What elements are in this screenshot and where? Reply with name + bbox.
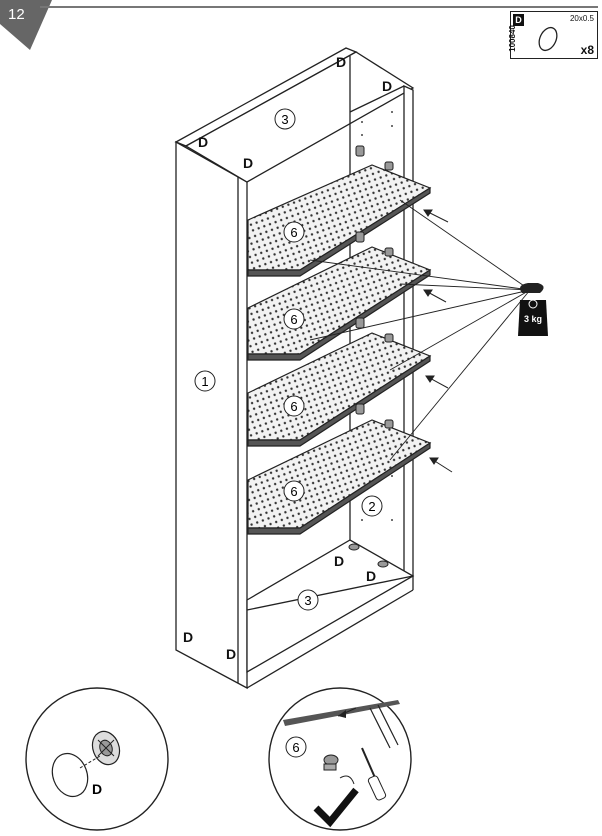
- d-label-5: D: [334, 553, 344, 569]
- fastener-labels: D D D D D D D D: [183, 54, 392, 662]
- shelf-pins: [348, 145, 394, 568]
- detail-right-callout: [285, 736, 307, 758]
- d-label-2: D: [382, 78, 392, 94]
- detail-circle-left: [25, 687, 169, 831]
- step-badge: 12: [0, 0, 60, 54]
- d-label-1: D: [336, 54, 346, 70]
- hardware-size: 20x0.5: [569, 14, 594, 23]
- part-label-shelf-3: 6: [290, 399, 297, 414]
- header-rule: [40, 6, 598, 8]
- d-label-3: D: [198, 134, 208, 150]
- step-number: 12: [8, 6, 25, 23]
- shelf-1: [247, 164, 432, 277]
- d-label-6: D: [366, 568, 376, 584]
- detail-left-label: D: [92, 781, 102, 797]
- part-label-bottom: 3: [304, 593, 311, 608]
- part-label-back: 2: [368, 499, 375, 514]
- detail-circle-right: [268, 687, 412, 831]
- hardware-box: D 100840 20x0.5 x8: [508, 11, 598, 59]
- d-label-7: D: [183, 629, 193, 645]
- part-label-shelf-2: 6: [290, 312, 297, 327]
- shelves: [247, 164, 432, 535]
- hardware-letter: D: [513, 14, 524, 26]
- part-label-shelf-1: 6: [290, 225, 297, 240]
- part-label-side: 1: [201, 374, 208, 389]
- shelf-pin-icon: [538, 26, 558, 52]
- weight-label: 3 kg: [524, 314, 542, 324]
- d-label-8: D: [226, 646, 236, 662]
- part-label-shelf-4: 6: [290, 484, 297, 499]
- d-label-4: D: [243, 155, 253, 171]
- hardware-quantity: x8: [580, 43, 594, 57]
- detail-right-label: 6: [292, 740, 299, 755]
- part-label-top: 3: [281, 112, 288, 127]
- weight-icon: [518, 283, 548, 336]
- bookcase-carcass: [174, 47, 415, 690]
- part-callouts: [194, 108, 383, 611]
- insert-arrows: [423, 209, 453, 473]
- weight-lines: [309, 199, 531, 461]
- step-badge-shape: [0, 0, 52, 50]
